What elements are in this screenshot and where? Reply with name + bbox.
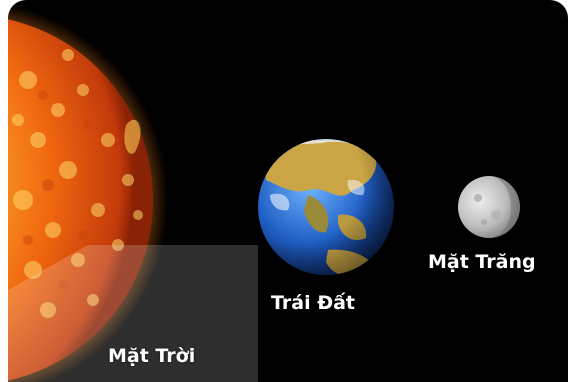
moon-image: [458, 176, 520, 238]
sun-label: Mặt Trời: [108, 345, 196, 367]
illustration-frame: Mặt Trời Trái Đất Mặt Trăng: [8, 0, 568, 382]
watermark-logo: [8, 245, 258, 382]
earth-label: Trái Đất: [271, 292, 356, 314]
solar-scene: [8, 4, 520, 382]
sun-image: [8, 4, 168, 382]
earth-image: [258, 139, 394, 275]
moon-label: Mặt Trăng: [428, 251, 536, 273]
